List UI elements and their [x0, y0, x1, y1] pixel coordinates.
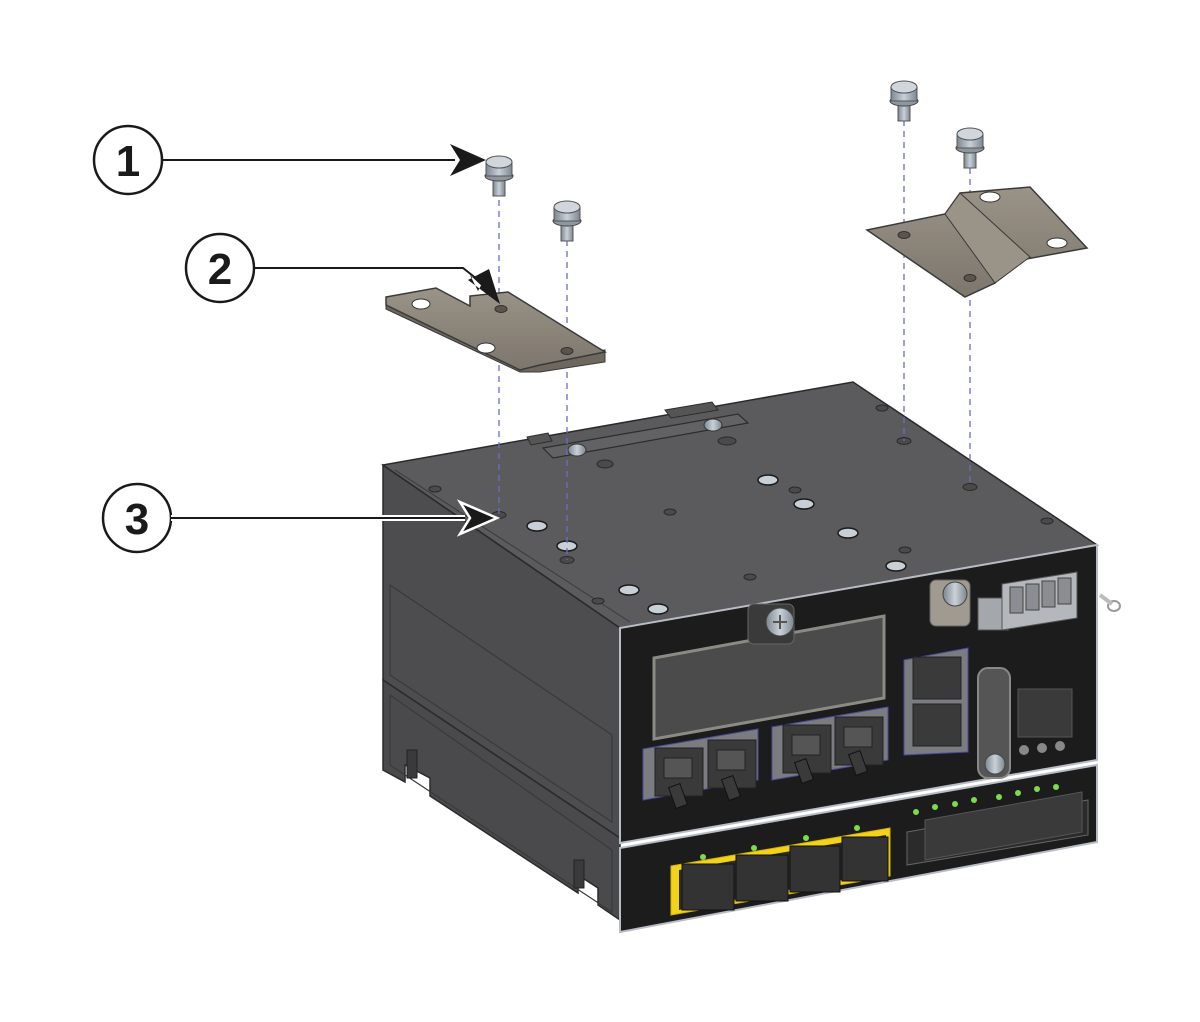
- mounting-screw: [955, 127, 985, 169]
- alarm-leds: [913, 784, 1059, 815]
- arrow-head-icon: [468, 269, 500, 304]
- slot-cover-screw-icon: [984, 753, 1006, 775]
- leader-line: [254, 267, 483, 284]
- power-terminal-block[interactable]: [977, 571, 1078, 631]
- callout-1: 1: [92, 124, 486, 196]
- ground-screw-icon: [942, 581, 968, 607]
- led: [751, 845, 757, 851]
- callout-3: 3: [101, 482, 501, 554]
- led: [1037, 743, 1047, 753]
- bracket-hole: [963, 274, 977, 282]
- flat-screw: [837, 527, 859, 539]
- mounting-screw: [484, 155, 514, 197]
- screw-hole: [896, 437, 912, 445]
- flat-screw: [757, 474, 779, 486]
- arrow-head-icon: [450, 144, 486, 176]
- callout-number: 2: [208, 245, 232, 294]
- flat-screw: [793, 498, 815, 510]
- flat-screw: [618, 584, 640, 596]
- led: [1053, 784, 1059, 790]
- led: [952, 801, 958, 807]
- sfp-port[interactable]: [789, 845, 841, 893]
- plate-screw: [567, 443, 587, 457]
- led: [1034, 786, 1040, 792]
- console-port[interactable]: [912, 656, 962, 700]
- sfp-port[interactable]: [841, 836, 889, 882]
- bracket-hole: [979, 191, 1001, 203]
- bracket-hole: [476, 342, 496, 354]
- bracket-hole: [411, 298, 431, 310]
- callout-2: 2: [184, 232, 500, 304]
- flat-screw: [647, 603, 669, 615]
- led: [1015, 790, 1021, 796]
- mounting-bracket-left: [385, 287, 608, 373]
- mounting-screw: [552, 200, 582, 242]
- led: [854, 825, 860, 831]
- front-panel-details: [642, 571, 1121, 916]
- alarm-terminal-block[interactable]: [906, 791, 1089, 866]
- screw-hole: [717, 436, 737, 446]
- foot-slot: [573, 859, 585, 889]
- screw-hole: [1040, 517, 1054, 525]
- callout-number: 3: [125, 495, 149, 544]
- screw-hole: [596, 459, 614, 469]
- screw-hole: [898, 546, 912, 554]
- screw-hole: [743, 573, 757, 581]
- sfp-port[interactable]: [735, 854, 789, 902]
- flat-screw: [526, 520, 548, 532]
- led: [913, 809, 919, 815]
- mounting-screw: [889, 80, 919, 122]
- led: [803, 835, 809, 841]
- led: [1019, 745, 1029, 755]
- screw-hole: [591, 597, 605, 605]
- usb-slot-cover: [977, 667, 1011, 779]
- bracket-hole: [1046, 237, 1068, 249]
- led: [700, 854, 706, 860]
- mounting-screws: [484, 80, 985, 242]
- plate-screw: [703, 418, 723, 432]
- bracket-hole: [897, 231, 911, 239]
- screw-hole: [788, 486, 802, 494]
- screw-hole: [428, 485, 442, 493]
- bracket-hole: [560, 347, 574, 355]
- cable-end: [1107, 600, 1121, 612]
- arrow-head-icon: [456, 499, 501, 537]
- led: [996, 794, 1002, 800]
- display-window: [652, 614, 886, 741]
- mounting-bracket-right: [865, 186, 1089, 298]
- mini-port[interactable]: [1017, 688, 1073, 738]
- led: [971, 797, 977, 803]
- bracket-hole: [494, 305, 508, 313]
- top-plate: [541, 413, 750, 459]
- foot-slot: [406, 749, 418, 779]
- callout-number: 1: [116, 137, 140, 186]
- console-port[interactable]: [912, 703, 962, 747]
- screw-hole: [962, 483, 978, 491]
- flat-screw: [885, 560, 907, 572]
- sfp-port[interactable]: [681, 863, 735, 911]
- led: [1055, 741, 1065, 751]
- led: [932, 804, 938, 810]
- screw-hole: [875, 404, 889, 412]
- chassis-top-fasteners: [428, 404, 1054, 615]
- screw-hole: [663, 508, 677, 516]
